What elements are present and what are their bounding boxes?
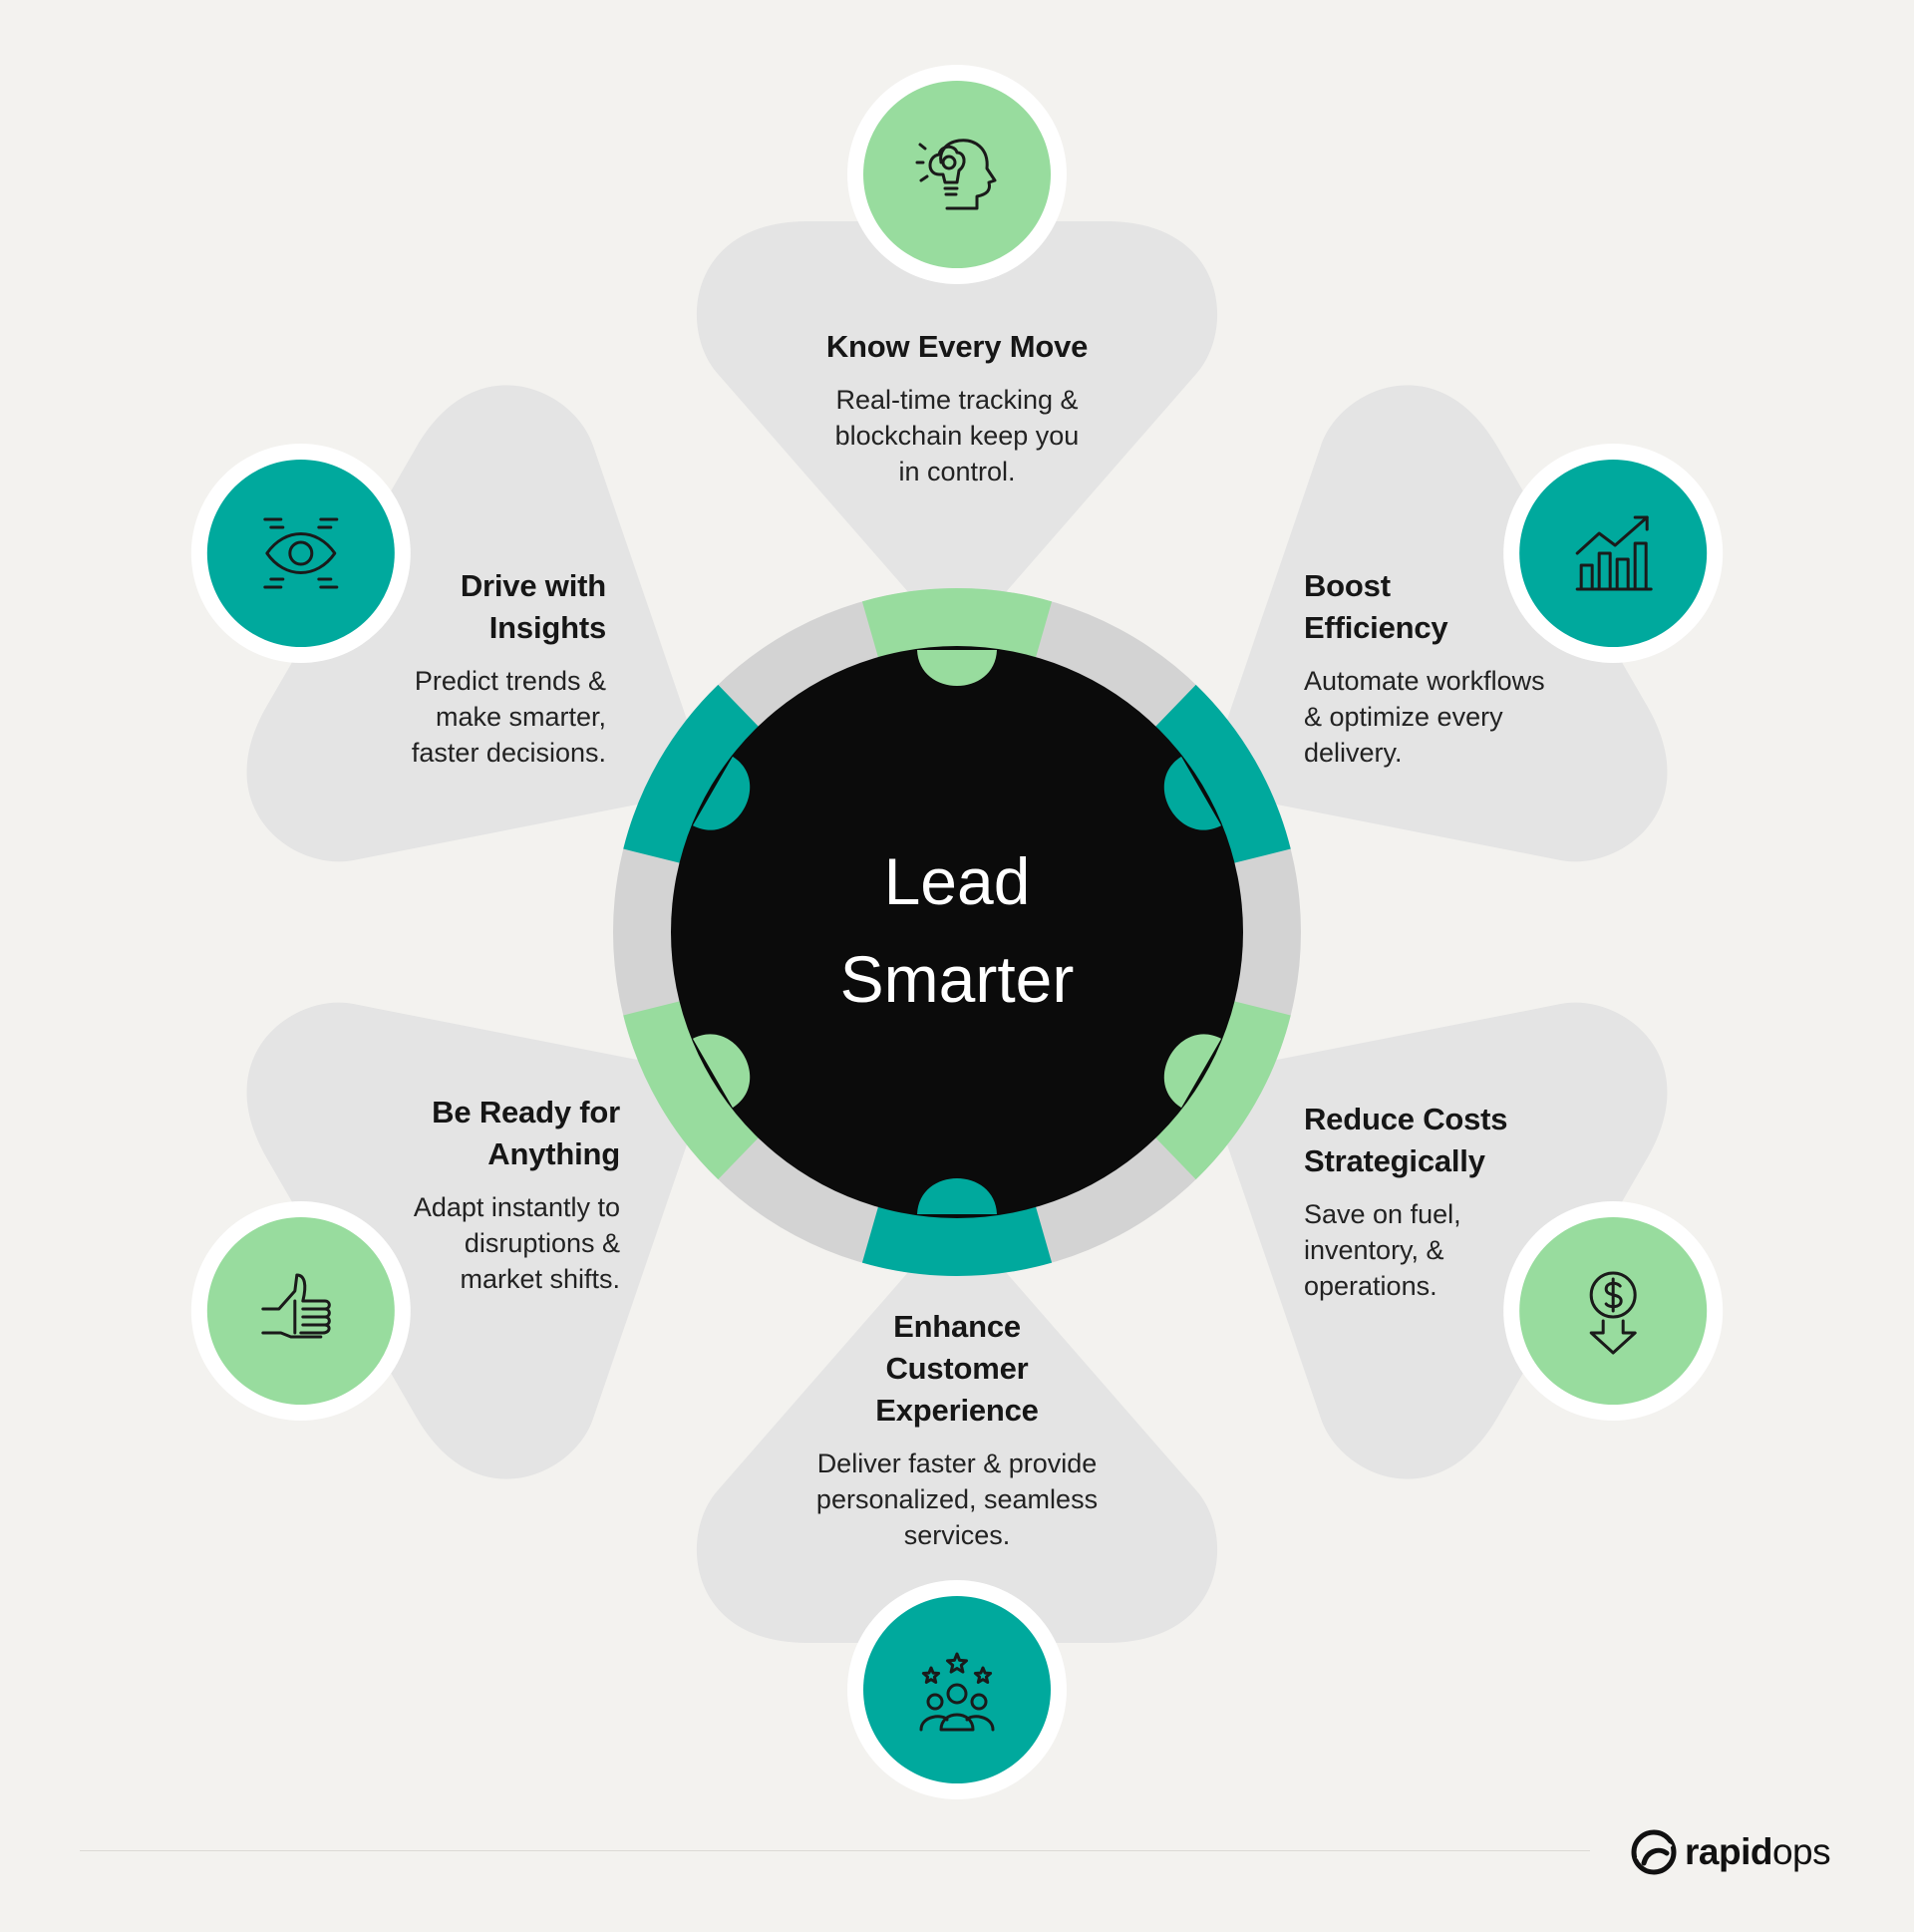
- footer-divider: [80, 1850, 1590, 1851]
- growth-bar-chart-icon: [1575, 515, 1653, 591]
- desc-line: Automate workflows: [1304, 666, 1545, 696]
- title-line: Efficiency: [1304, 610, 1448, 645]
- title-line: Boost: [1304, 568, 1391, 603]
- title-line: Customer: [885, 1351, 1029, 1386]
- ring-wedge-drive-with-insights: [623, 684, 764, 865]
- thumbs-up-icon: [261, 1273, 331, 1339]
- petal-know-every-move: [696, 221, 1218, 648]
- brand-wordmark: rapidops: [1685, 1831, 1831, 1873]
- node-enhance-customer-experience: Enhance Customer Experience Deliver fast…: [758, 1306, 1156, 1553]
- node-description: Adapt instantly to disruptions & market …: [291, 1189, 620, 1297]
- node-know-every-move: Know Every Move Real-time tracking & blo…: [758, 326, 1156, 489]
- node-be-ready: Be Ready for Anything Adapt instantly to…: [291, 1092, 620, 1297]
- brand-name-regular: ops: [1771, 1831, 1831, 1872]
- bubble-fill: [863, 1596, 1051, 1783]
- desc-line: Real-time tracking &: [835, 385, 1079, 415]
- desc-line: faster decisions.: [411, 738, 606, 768]
- group-stars-icon: [919, 1652, 995, 1732]
- ring-wedge-boost-efficiency: [1150, 684, 1291, 865]
- core-notch-know-every-move: [917, 650, 997, 686]
- node-title: Be Ready for Anything: [291, 1092, 620, 1175]
- bubble-reduce-costs: [1503, 1201, 1724, 1421]
- bubble-fill: [206, 460, 395, 647]
- node-title: Drive with Insights: [277, 565, 606, 649]
- node-title: Know Every Move: [758, 326, 1156, 368]
- desc-line: Save on fuel,: [1304, 1199, 1461, 1229]
- petal-enhance-customer-experience: [696, 1216, 1218, 1643]
- desc-line: inventory, &: [1304, 1235, 1444, 1265]
- bubble-be-ready: [190, 1201, 411, 1421]
- center-title: Lead Smarter: [758, 832, 1156, 1028]
- petal-reduce-costs: [1202, 1002, 1668, 1479]
- ring-wedge-know-every-move: [861, 587, 1053, 664]
- node-title: Enhance Customer Experience: [758, 1306, 1156, 1432]
- petal-drive-with-insights: [246, 385, 712, 862]
- desc-line: blockchain keep you: [834, 421, 1080, 451]
- petal-be-ready: [246, 1002, 712, 1479]
- core-notches: [692, 650, 1222, 1214]
- node-title: Reduce Costs Strategically: [1304, 1099, 1633, 1182]
- node-boost-efficiency: Boost Efficiency Automate workflows & op…: [1304, 565, 1633, 771]
- title-line: Strategically: [1304, 1143, 1485, 1178]
- ring-wedge-be-ready: [623, 999, 764, 1180]
- bubble-fill: [1519, 460, 1708, 647]
- title-line: Know Every Move: [825, 329, 1089, 364]
- desc-line: in control.: [898, 457, 1016, 486]
- desc-line: market shifts.: [460, 1264, 620, 1294]
- bubble-enhance-customer-experience: [847, 1580, 1067, 1799]
- desc-line: personalized, seamless: [815, 1484, 1099, 1514]
- bubble-boost-efficiency: [1503, 444, 1724, 663]
- node-description: Automate workflows & optimize every deli…: [1304, 663, 1633, 771]
- desc-line: Adapt instantly to: [413, 1192, 620, 1222]
- ring-wedge-reduce-costs: [1150, 999, 1291, 1180]
- desc-line: Deliver faster & provide: [816, 1449, 1098, 1478]
- desc-line: Predict trends &: [414, 666, 606, 696]
- core-notch-reduce-costs: [1163, 1034, 1222, 1109]
- node-drive-with-insights: Drive with Insights Predict trends & mak…: [277, 565, 606, 771]
- eye-scan-icon: [263, 517, 339, 589]
- core-notch-be-ready: [692, 1034, 751, 1109]
- ring-wedge-enhance-customer-experience: [861, 1200, 1053, 1276]
- desc-line: services.: [903, 1520, 1011, 1550]
- bubble-drive-with-insights: [190, 444, 411, 663]
- petals: [246, 221, 1668, 1643]
- node-reduce-costs: Reduce Costs Strategically Save on fuel,…: [1304, 1099, 1633, 1304]
- node-description: Deliver faster & provide personalized, s…: [758, 1446, 1156, 1553]
- dollar-down-arrow-icon: [1589, 1271, 1637, 1355]
- core-notch-enhance-customer-experience: [917, 1178, 997, 1214]
- title-line: Drive with: [460, 568, 606, 603]
- title-line: Insights: [488, 610, 606, 645]
- title-line: Experience: [875, 1393, 1039, 1428]
- bubble-fill: [206, 1217, 395, 1405]
- desc-line: disruptions &: [464, 1228, 620, 1258]
- petal-boost-efficiency: [1202, 385, 1668, 862]
- node-description: Save on fuel, inventory, & operations.: [1304, 1196, 1633, 1304]
- title-line: Enhance: [893, 1309, 1021, 1344]
- core-notch-drive-with-insights: [692, 756, 751, 830]
- ring-wedges: [623, 587, 1291, 1276]
- desc-line: & optimize every: [1304, 702, 1503, 732]
- brain-lightbulb-gear-icon: [915, 139, 997, 210]
- title-line: Reduce Costs: [1304, 1102, 1508, 1136]
- brand-name-bold: rapid: [1685, 1831, 1772, 1872]
- desc-line: delivery.: [1304, 738, 1403, 768]
- bubble-know-every-move: [847, 65, 1067, 284]
- center-title-line-1: Lead: [883, 844, 1031, 918]
- desc-line: operations.: [1304, 1271, 1437, 1301]
- node-title: Boost Efficiency: [1304, 565, 1633, 649]
- node-description: Predict trends & make smarter, faster de…: [277, 663, 606, 771]
- title-line: Anything: [487, 1136, 620, 1171]
- brand-mark-icon: [1631, 1829, 1677, 1875]
- icon-bubbles: [190, 65, 1724, 1799]
- title-line: Be Ready for: [432, 1095, 620, 1129]
- node-description: Real-time tracking & blockchain keep you…: [758, 382, 1156, 489]
- center-core: [671, 646, 1243, 1218]
- desc-line: make smarter,: [435, 702, 606, 732]
- brand-logo: rapidops: [1631, 1827, 1831, 1877]
- center-title-line-2: Smarter: [839, 942, 1075, 1016]
- core-notch-boost-efficiency: [1163, 756, 1222, 830]
